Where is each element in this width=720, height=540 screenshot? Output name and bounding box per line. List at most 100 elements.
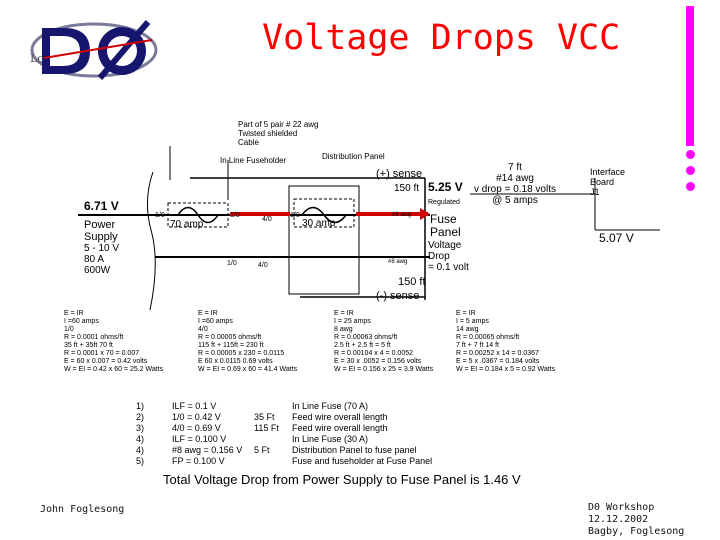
total-voltage-drop: Total Voltage Drop from Power Supply to … — [163, 472, 521, 487]
footer-line: Bagby, Foglesong — [588, 526, 685, 537]
interface-board-line: Board — [590, 177, 615, 187]
fuse-panel-line: Panel — [430, 225, 461, 239]
calc-line: R = 0.00063 ohms/ft — [334, 334, 398, 341]
calc-line: I = 25 amps — [334, 318, 371, 325]
summary-note: Feed wire overall length — [292, 412, 388, 422]
calc-line: I =60 amps — [198, 318, 233, 325]
calc-line: E = 60 x 0.007 = 0.42 volts — [64, 358, 148, 365]
summary-number: 2) — [136, 412, 145, 422]
calc-line: R = 0.00005 x 230 = 0.0115 — [198, 350, 285, 357]
summary-number: 1) — [136, 401, 145, 411]
awg8-bottom-label: #8 awg — [388, 259, 408, 265]
d0-logo: Lc DØ — [30, 20, 158, 80]
summary-number: 3) — [136, 423, 145, 433]
calc-line: 14 awg — [456, 326, 479, 333]
wire-label: 4/0 — [258, 262, 268, 269]
calc-line: W = EI = 0.42 x 60 = 25.2 Watts — [64, 366, 164, 373]
accent-dot-2 — [686, 166, 695, 175]
cable-note-line: Cable — [238, 138, 259, 147]
calc-line: E = IR — [64, 310, 84, 317]
supply-spec-line: 80 A — [84, 254, 105, 265]
calc-line: E = 30 x .0052 = 0.156 volts — [334, 358, 422, 365]
cable-note-line: Part of 5 pair # 22 awg — [238, 120, 319, 129]
summary-note: Feed wire overall length — [292, 423, 388, 433]
calc-line: 2.5 ft + 2.5 ft = 5 ft — [334, 342, 391, 349]
sense-plus-length: 150 ft — [394, 183, 420, 194]
calc-line: R = 0.00005 ohms/ft — [198, 334, 262, 341]
accent-dot-1 — [686, 150, 695, 159]
fuseholder-70 — [167, 202, 229, 228]
voltage-drop-line: Drop — [428, 251, 450, 262]
wire-label: 1/0 — [290, 212, 300, 219]
footer-author: John Foglesong — [40, 504, 125, 515]
summary-number: 5) — [136, 456, 145, 466]
interface-board-label: Interface Board J1 — [590, 167, 625, 197]
supply-label-line: Supply — [84, 231, 118, 243]
footer-line: D0 Workshop — [588, 502, 655, 513]
summary-number: 4) — [136, 445, 145, 455]
summary-note: In Line Fuse (70 A) — [292, 401, 369, 411]
feed-note-line: v drop = 0.18 volts — [474, 184, 556, 195]
fuse-30-label: 30 amp — [302, 218, 336, 229]
calc-line: E = IR — [334, 310, 354, 317]
cable-note: Part of 5 pair # 22 awg Twisted shielded… — [238, 120, 319, 147]
footer-info: D0 Workshop 12.12.2002 Bagby, Foglesong — [588, 502, 684, 538]
summary-note: In Line Fuse (30 A) — [292, 434, 369, 444]
supply-spec-line: 5 - 10 V — [84, 243, 120, 254]
distribution-panel-label: Distribution Panel — [322, 152, 385, 161]
cable-note-line: Twisted shielded — [238, 129, 298, 138]
supply-label-line: Power — [84, 219, 116, 231]
calc-line: R = 0.00104 x 4 = 0.0052 — [334, 350, 414, 357]
interface-board-line: Interface — [590, 167, 626, 177]
supply-label: Power Supply — [84, 219, 118, 243]
summary-desc: ILF = 0.1 V — [172, 401, 217, 411]
regulated-label: Regulated — [428, 199, 460, 206]
calc-line: 115 ft + 115ft = 230 ft — [198, 342, 264, 349]
calc-line: I = 5 amps — [456, 318, 489, 325]
calc-line: W = EI = 0.184 x 5 = 0.92 Watts — [456, 366, 556, 373]
voltage-drop-label: Voltage Drop = 0.1 volt — [428, 240, 469, 273]
calc-line: E = 5 x .0367 = 0.184 volts — [456, 358, 540, 365]
feed-note-line: 7 ft — [508, 162, 522, 173]
svg-text:Lc: Lc — [30, 52, 43, 65]
calc-line: R = 0.00252 x 14 = 0.0367 — [456, 350, 539, 357]
summary-length: 35 Ft — [254, 412, 275, 422]
feed-note-line: @ 5 amps — [492, 195, 538, 206]
supply-voltage: 6.71 V — [84, 199, 119, 213]
voltage-drop-line: = 0.1 volt — [428, 262, 469, 273]
footer-line: 12.12.2002 — [588, 514, 649, 525]
wire-label: 4/0 — [262, 216, 272, 223]
summary-note: Fuse and fuseholder at Fuse Panel — [292, 456, 433, 466]
summary-desc: #8 awg = 0.156 V — [172, 445, 243, 455]
calc-line: 1/0 — [64, 326, 74, 333]
supply-spec-line: 600W — [84, 265, 111, 276]
summary-number: 4) — [136, 434, 145, 444]
regulated-voltage: 5.25 V — [428, 180, 463, 194]
distribution-panel-box — [288, 185, 360, 295]
summary-length: 115 Ft — [254, 423, 279, 433]
accent-dot-3 — [686, 182, 695, 191]
cable-break-left — [147, 171, 156, 311]
calc-line: R = 0.0001 ohms/ft — [64, 334, 124, 341]
summary-note: Distribution Panel to fuse panel — [292, 445, 417, 455]
calc-line: E = IR — [198, 310, 218, 317]
calc-block-4: E = IR I = 5 amps 14 awg R = 0.00065 ohm… — [456, 310, 555, 374]
fuse-panel-line: Fuse — [430, 212, 457, 226]
fuse-70-label: 70 amp — [170, 219, 204, 230]
sense-minus-length: 150 ft — [398, 276, 426, 288]
awg8-top-label: #8 awg — [392, 212, 412, 218]
calc-line: W = EI = 0.156 x 25 = 3.9 Watts — [334, 366, 434, 373]
wire-label: 1/0 — [227, 260, 237, 267]
calc-line: I =60 amps — [64, 318, 99, 325]
sense-minus-label: (-) sense — [376, 290, 420, 302]
wire-label: 1/0 — [155, 212, 165, 219]
interface-board-line: J1 — [590, 187, 600, 197]
accent-bar — [686, 6, 694, 146]
summary-list: 1) ILF = 0.1 V In Line Fuse (70 A) 2)1/0 =… — [136, 401, 432, 467]
fuseholder-30 — [293, 198, 355, 228]
calc-line: R = 0.00065 ohms/ft — [456, 334, 520, 341]
